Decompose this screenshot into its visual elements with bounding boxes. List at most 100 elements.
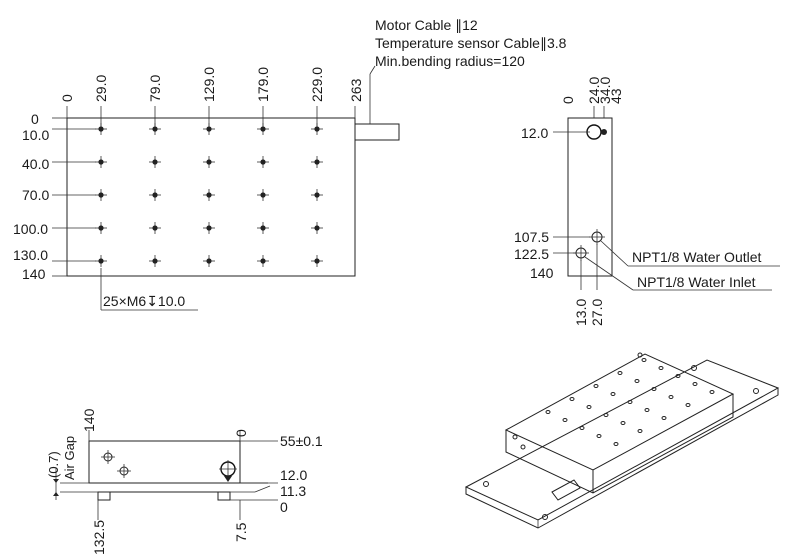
iso-hole xyxy=(596,434,602,438)
airgap-label: Air Gap xyxy=(62,436,77,480)
mounting-hole-icon xyxy=(95,189,107,201)
iso-hole xyxy=(613,442,619,446)
side-y-label-12: 12.0 xyxy=(521,125,548,141)
front-zero-label: 0 xyxy=(233,429,249,437)
iso-base-track xyxy=(464,359,780,521)
sensor-port-icon xyxy=(601,129,607,135)
mounting-hole-icon xyxy=(311,123,323,135)
side-view-outline xyxy=(567,117,613,277)
iso-hole xyxy=(651,387,657,391)
top-y-label-140: 140 xyxy=(22,266,46,282)
top-y-label-40: 40.0 xyxy=(22,156,49,172)
iso-hole xyxy=(658,366,664,370)
side-x-label-24: 24.0 xyxy=(586,77,602,104)
mounting-hole-icon xyxy=(203,222,215,234)
top-view: 0 29.0 79.0 129.0 179.0 229.0 263 0 10.0… xyxy=(13,65,400,311)
top-x-label-29: 29.0 xyxy=(93,75,109,102)
iso-hole xyxy=(586,405,592,409)
mounting-hole-icon xyxy=(149,156,161,168)
isometric-view xyxy=(464,352,780,529)
note-motor-cable: Motor Cable ∥12 xyxy=(375,17,478,33)
iso-hole xyxy=(579,426,585,430)
side-x-label-34: 34.0 xyxy=(597,77,613,104)
iso-hole xyxy=(709,390,715,394)
front-hole-a-icon xyxy=(101,450,115,464)
mounting-hole-icon xyxy=(95,222,107,234)
side-y-label-140: 140 xyxy=(530,265,554,281)
mounting-hole-icon xyxy=(149,222,161,234)
side-view: NPT1/8 Water Outlet NPT1/8 Water Inlet 0… xyxy=(514,77,780,326)
iso-hole xyxy=(675,374,681,378)
mounting-hole-icon xyxy=(203,123,215,135)
mounting-hole-icon xyxy=(257,189,269,201)
side-y-label-107: 107.5 xyxy=(514,229,549,245)
note-bending-radius: Min.bending radius=120 xyxy=(375,53,525,69)
top-view-outline xyxy=(66,117,356,277)
note-sensor-cable: Temperature sensor Cable∥3.8 xyxy=(375,35,567,51)
side-bottom-label-13: 13.0 xyxy=(573,299,589,326)
iso-hole xyxy=(562,418,568,422)
water-outlet-label: NPT1/8 Water Outlet xyxy=(632,249,762,265)
mounting-hole-icon xyxy=(149,255,161,267)
iso-hole xyxy=(610,392,616,396)
front-view-body xyxy=(88,440,241,484)
iso-hole xyxy=(617,371,623,375)
motor-cable-stub xyxy=(354,123,400,141)
mounting-hole-icon xyxy=(257,156,269,168)
iso-hole xyxy=(569,397,575,401)
mounting-hole-icon xyxy=(95,123,107,135)
mounting-hole-icon xyxy=(149,123,161,135)
top-y-label-100: 100.0 xyxy=(13,221,48,237)
iso-cable xyxy=(551,479,581,501)
iso-hole xyxy=(661,416,667,420)
front-height-12: 12.0 xyxy=(280,467,307,483)
mounting-hole-icon xyxy=(257,255,269,267)
iso-hole xyxy=(627,400,633,404)
top-x-label-229: 229.0 xyxy=(309,67,325,102)
iso-hole xyxy=(692,382,698,386)
mounting-hole-icon xyxy=(257,123,269,135)
front-height-0: 0 xyxy=(280,499,288,515)
front-bottom-7: 7.5 xyxy=(233,522,249,542)
mounting-hole-icon xyxy=(203,189,215,201)
iso-hole xyxy=(685,403,691,407)
mounting-hole-icon xyxy=(311,255,323,267)
iso-hole xyxy=(644,408,650,412)
hole-callout: 25×M6↧10.0 xyxy=(103,293,185,309)
front-view: (0.7) Air Gap 140 0 55±0.1 12.0 11.3 0 1… xyxy=(46,408,323,555)
top-x-label-79: 79.0 xyxy=(147,75,163,102)
iso-hole xyxy=(637,429,643,433)
front-bottom-132: 132.5 xyxy=(91,520,107,555)
airgap-value: (0.7) xyxy=(46,451,61,478)
top-y-extension-lines xyxy=(52,117,96,277)
top-x-label-263: 263 xyxy=(348,78,364,102)
iso-holes xyxy=(545,358,715,446)
iso-hole xyxy=(620,421,626,425)
top-y-label-10: 10.0 xyxy=(22,127,49,143)
front-height-55: 55±0.1 xyxy=(280,433,323,449)
mounting-hole-icon xyxy=(311,189,323,201)
iso-hole xyxy=(593,384,599,388)
front-height-11: 11.3 xyxy=(280,483,306,499)
iso-hole xyxy=(545,410,551,414)
cable-notes: Motor Cable ∥12 Temperature sensor Cable… xyxy=(375,17,567,69)
top-x-label-179: 179.0 xyxy=(255,67,271,102)
top-x-label-129: 129.0 xyxy=(201,67,217,102)
iso-hole xyxy=(641,358,647,362)
top-view-holes xyxy=(95,123,323,267)
mounting-hole-icon xyxy=(311,222,323,234)
front-width-label: 140 xyxy=(81,408,97,432)
mounting-hole-icon xyxy=(149,189,161,201)
side-x-label-0: 0 xyxy=(560,96,576,104)
iso-hole xyxy=(634,379,640,383)
side-x-label-43: 43 xyxy=(608,88,624,104)
top-y-label-0: 0 xyxy=(31,111,39,127)
top-x-extension-lines xyxy=(66,106,356,126)
iso-hole xyxy=(668,395,674,399)
mounting-hole-icon xyxy=(203,156,215,168)
front-hole-b-icon xyxy=(117,464,131,478)
top-y-label-130: 130.0 xyxy=(13,247,48,263)
mounting-hole-icon xyxy=(311,156,323,168)
top-y-label-70: 70.0 xyxy=(22,187,49,203)
iso-hole xyxy=(603,413,609,417)
